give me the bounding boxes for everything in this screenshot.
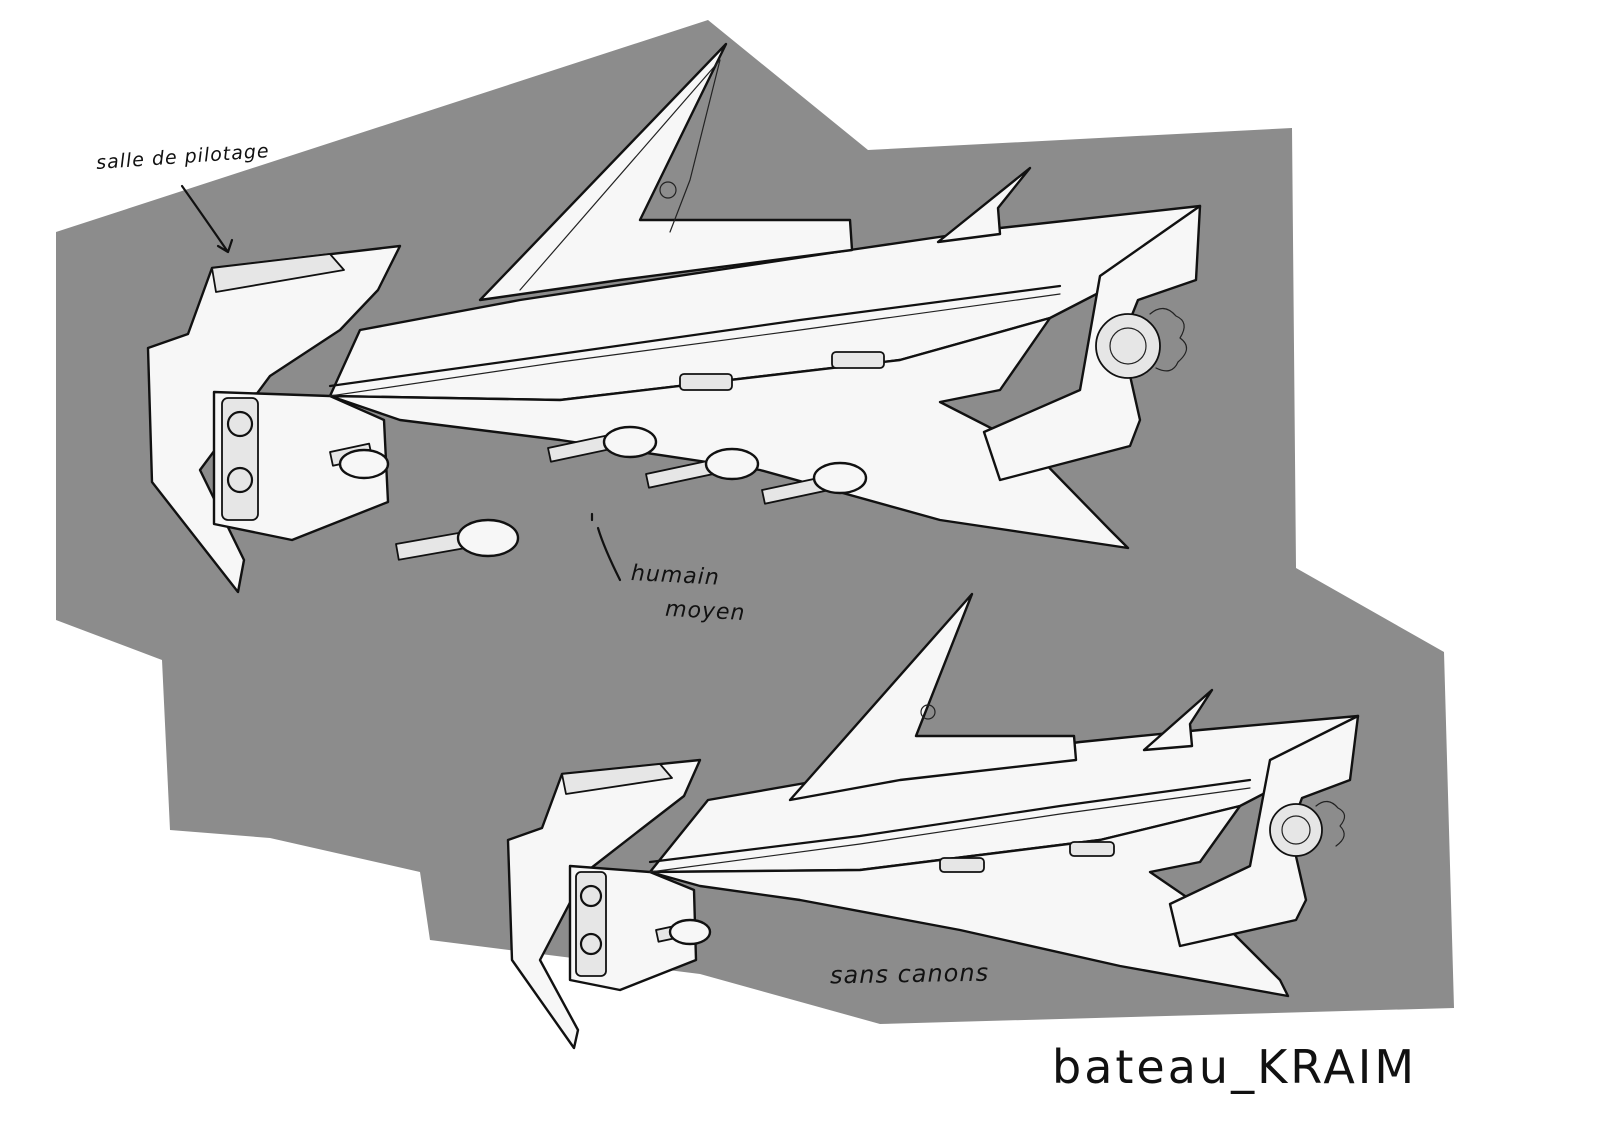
- ship2-cannon-turret: [668, 918, 712, 946]
- ship2-stern-block: [1168, 714, 1360, 948]
- ship-without-cannons: [506, 592, 1360, 1050]
- ship2-bow-speaker: [575, 871, 607, 977]
- ship2-cockpit: [506, 758, 702, 1050]
- ship-fin-detail: [519, 59, 721, 291]
- cannon-detail: [395, 518, 520, 561]
- human-scale-line-2: moyen: [664, 596, 747, 627]
- cannon-3-turret: [704, 447, 760, 481]
- ship-engine-inner: [1109, 327, 1147, 365]
- human-scale-line-1: humain: [630, 560, 721, 591]
- arrow-human: [590, 512, 622, 582]
- ship-fin-port: [659, 181, 677, 199]
- ship-hatch-1: [679, 373, 733, 391]
- arrow-cockpit: [180, 184, 234, 254]
- ship-window-strip-2: [329, 293, 1061, 397]
- ship2-dorsal-fin: [788, 592, 1078, 802]
- ship-stern-block: [982, 204, 1202, 482]
- ship-dorsal-fin: [478, 42, 854, 302]
- ship2-cockpit-top: [561, 763, 673, 795]
- ship2-engine-nozzle: [1269, 803, 1323, 857]
- cannon-1-turret: [338, 448, 390, 480]
- ship2-hull-lower: [648, 804, 1290, 998]
- ship-cannons: [329, 425, 868, 505]
- ship-engine-nozzle: [1095, 313, 1161, 379]
- human-scale-annotation: humain moyen: [628, 557, 748, 631]
- ship2-window-strip: [648, 778, 1252, 864]
- ship2-rear-fin: [1142, 688, 1214, 752]
- no-cannons-annotation: sans canons: [829, 958, 990, 990]
- ship2-bow-port-2: [579, 932, 603, 956]
- ship-exhaust-puff: [1149, 307, 1188, 372]
- sketch-title: bateau_KRAIM: [1052, 1040, 1418, 1094]
- ship-rear-fin: [936, 166, 1032, 244]
- ship-window-strip: [328, 284, 1062, 388]
- ship-hatch-2: [831, 351, 885, 369]
- ship2-window-strip-2: [649, 787, 1251, 873]
- ship-bow-speaker: [221, 397, 259, 521]
- ship2-exhaust-puff: [1315, 800, 1346, 847]
- cannon-2-turret: [602, 425, 658, 459]
- ship-bow-port-1: [226, 410, 254, 438]
- cannon-detail-turret: [456, 518, 520, 558]
- ship-with-cannons: [146, 42, 1202, 594]
- ship2-fin-port: [920, 704, 936, 720]
- cannon-4-turret: [812, 461, 868, 495]
- ship-bow-port-2: [226, 466, 254, 494]
- ship2-hatch-2: [1069, 841, 1115, 857]
- ship2-hatch-1: [939, 857, 985, 873]
- ship2-engine-inner: [1281, 815, 1311, 845]
- ship2-bow-port-1: [579, 884, 603, 908]
- ship-cockpit-top: [211, 253, 345, 293]
